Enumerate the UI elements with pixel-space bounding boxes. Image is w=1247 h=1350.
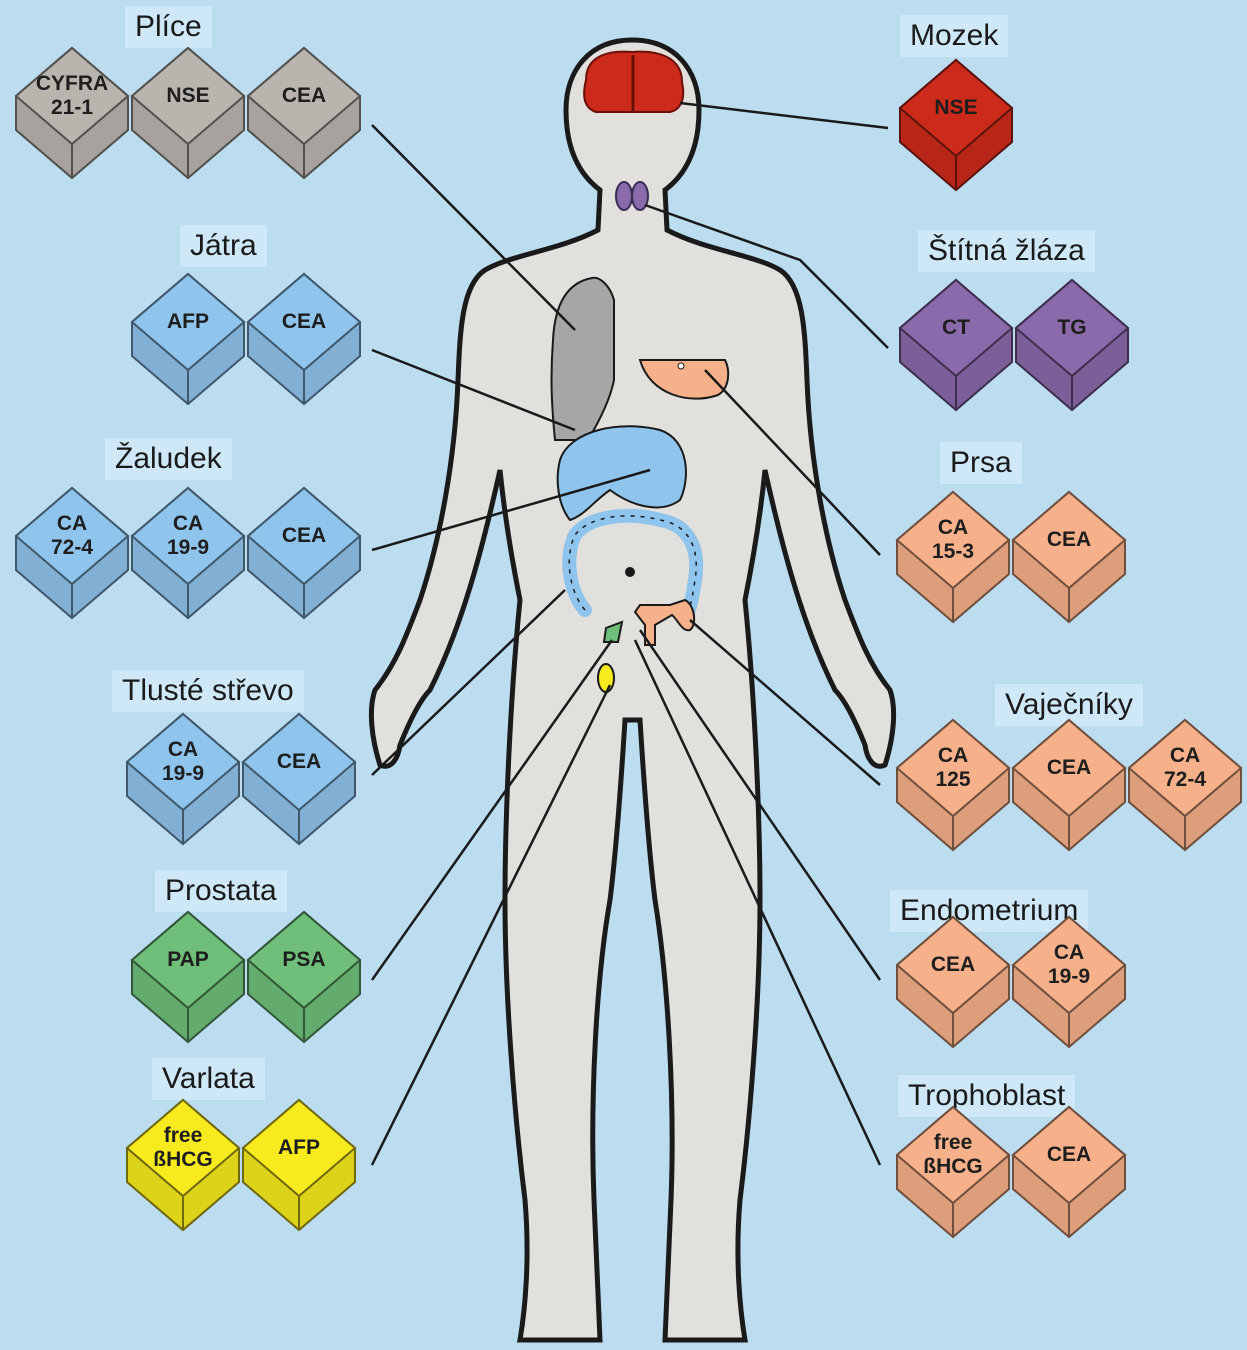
marker-label: CYFRA 21-1: [14, 68, 130, 124]
organ-label: Prostata: [155, 870, 287, 912]
marker-label: free ßHCG: [125, 1120, 241, 1176]
marker-label: CEA: [1011, 740, 1127, 796]
marker-hexagon: CT: [898, 278, 1014, 412]
marker-hexagon: AFP: [241, 1098, 357, 1232]
thyroid-organ: [616, 182, 632, 210]
marker-label: NSE: [898, 80, 1014, 136]
marker-label: TG: [1014, 300, 1130, 356]
marker-hexagon: TG: [1014, 278, 1130, 412]
marker-label: CT: [898, 300, 1014, 356]
marker-label: free ßHCG: [895, 1127, 1011, 1183]
marker-label: CEA: [246, 294, 362, 350]
marker-hexagon: CYFRA 21-1: [14, 46, 130, 180]
organ-label: Štítná žláza: [918, 230, 1095, 272]
marker-hexagon: NSE: [898, 58, 1014, 192]
marker-hexagon: CA 19-9: [130, 486, 246, 620]
marker-hexagon: CA 72-4: [14, 486, 130, 620]
marker-label: CEA: [241, 734, 357, 790]
marker-hexagon: CEA: [246, 486, 362, 620]
marker-hexagon: CEA: [246, 46, 362, 180]
marker-hexagon: CA 15-3: [895, 490, 1011, 624]
marker-label: CEA: [1011, 512, 1127, 568]
organ-label: Prsa: [940, 442, 1022, 484]
marker-label: CA 19-9: [125, 734, 241, 790]
marker-hexagon: CEA: [246, 272, 362, 406]
marker-label: AFP: [241, 1120, 357, 1176]
marker-hexagon: NSE: [130, 46, 246, 180]
marker-hexagon: CEA: [1011, 718, 1127, 852]
organ-label: Žaludek: [105, 438, 232, 480]
marker-hexagon: CA 125: [895, 718, 1011, 852]
marker-label: CA 15-3: [895, 512, 1011, 568]
marker-hexagon: AFP: [130, 272, 246, 406]
marker-label: CA 125: [895, 740, 1011, 796]
marker-label: CA 19-9: [130, 508, 246, 564]
marker-label: CEA: [1011, 1127, 1127, 1183]
marker-hexagon: CEA: [895, 915, 1011, 1049]
marker-label: CA 72-4: [1127, 740, 1243, 796]
marker-hexagon: free ßHCG: [895, 1105, 1011, 1239]
organ-label: Plíce: [125, 6, 212, 48]
marker-hexagon: CEA: [241, 712, 357, 846]
testis-organ: [598, 664, 614, 692]
marker-label: CEA: [895, 937, 1011, 993]
marker-label: PSA: [246, 932, 362, 988]
organ-label: Varlata: [152, 1058, 265, 1100]
organ-label: Játra: [180, 225, 267, 267]
marker-hexagon: free ßHCG: [125, 1098, 241, 1232]
marker-hexagon: CEA: [1011, 490, 1127, 624]
organ-label: Mozek: [900, 15, 1008, 57]
marker-hexagon: CA 19-9: [1011, 915, 1127, 1049]
marker-hexagon: PAP: [130, 910, 246, 1044]
organ-label: Tlusté střevo: [112, 670, 304, 712]
marker-label: CA 72-4: [14, 508, 130, 564]
marker-label: PAP: [130, 932, 246, 988]
marker-label: CEA: [246, 508, 362, 564]
marker-hexagon: CEA: [1011, 1105, 1127, 1239]
marker-hexagon: PSA: [246, 910, 362, 1044]
marker-hexagon: CA 19-9: [125, 712, 241, 846]
marker-label: CA 19-9: [1011, 937, 1127, 993]
marker-label: CEA: [246, 68, 362, 124]
body-silhouette: [371, 40, 893, 1340]
marker-label: AFP: [130, 294, 246, 350]
marker-label: NSE: [130, 68, 246, 124]
marker-hexagon: CA 72-4: [1127, 718, 1243, 852]
